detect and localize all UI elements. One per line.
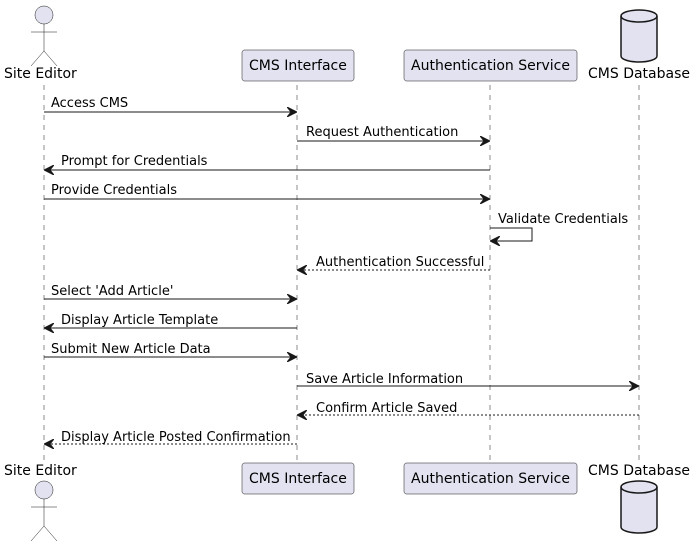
- participant-label-cms-database: CMS Database: [588, 66, 690, 82]
- participant-box: [241, 462, 355, 495]
- message-label: Authentication Successful: [316, 255, 484, 270]
- message-label: Save Article Information: [306, 372, 463, 387]
- message-label: Display Article Template: [61, 313, 218, 328]
- message-submit-new-article-data: Submit New Article Data: [44, 342, 297, 357]
- participant-box: [403, 462, 578, 495]
- actor-head-icon: [34, 480, 54, 500]
- database-rim-icon: [620, 486, 658, 494]
- participant-box: [241, 49, 355, 82]
- message-select-add-article: Select 'Add Article': [44, 284, 297, 299]
- participant-cms-interface-top: CMS Interface: [241, 49, 355, 82]
- message-provide-credentials: Provide Credentials: [44, 183, 490, 199]
- actor-site-editor-top: Site Editor: [4, 5, 77, 82]
- message-prompt-for-credentials: Prompt for Credentials: [44, 154, 490, 170]
- participant-label-cms-database: CMS Database: [588, 463, 690, 479]
- actor-site-editor-bottom: Site Editor: [4, 463, 77, 542]
- participant-cms-interface-bottom: CMS Interface: [241, 462, 355, 495]
- message-access-cms: Access CMS: [44, 96, 297, 112]
- actor-body-icon: [30, 24, 58, 67]
- participant-label-cms-interface: CMS Interface: [249, 471, 347, 487]
- message-validate-credentials: Validate Credentials: [490, 212, 628, 241]
- message-label: Select 'Add Article': [51, 284, 173, 299]
- database-cms-top: CMS Database: [588, 9, 690, 82]
- message-label: Prompt for Credentials: [61, 154, 208, 169]
- message-label: Request Authentication: [306, 125, 458, 140]
- message-label: Validate Credentials: [498, 212, 628, 227]
- participant-label-site-editor: Site Editor: [4, 463, 77, 479]
- participant-auth-service-top: Authentication Service: [403, 49, 578, 82]
- database-cms-bottom: CMS Database: [588, 463, 690, 534]
- message-label: Submit New Article Data: [51, 342, 211, 357]
- participant-auth-service-bottom: Authentication Service: [403, 462, 578, 495]
- message-confirm-article-saved: Confirm Article Saved: [297, 401, 639, 416]
- message-display-article-template: Display Article Template: [44, 313, 297, 328]
- message-label: Confirm Article Saved: [316, 401, 457, 416]
- participant-label-auth-service: Authentication Service: [411, 471, 570, 487]
- message-arrow: [490, 227, 533, 241]
- actor-body-icon: [30, 499, 58, 542]
- message-label: Display Article Posted Confirmation: [61, 430, 291, 445]
- message-label: Access CMS: [51, 96, 128, 111]
- database-rim-icon: [620, 15, 658, 23]
- database-icon: [620, 9, 658, 63]
- message-display-article-posted-confirmation: Display Article Posted Confirmation: [44, 430, 297, 445]
- message-authentication-successful: Authentication Successful: [297, 255, 490, 270]
- message-save-article-information: Save Article Information: [297, 372, 639, 387]
- message-request-authentication: Request Authentication: [297, 125, 490, 141]
- actor-head-icon: [34, 5, 54, 25]
- database-icon: [620, 480, 658, 534]
- participant-label-auth-service: Authentication Service: [411, 58, 570, 74]
- participant-box: [403, 49, 578, 82]
- participant-label-site-editor: Site Editor: [4, 66, 77, 82]
- message-label: Provide Credentials: [51, 183, 177, 198]
- participant-label-cms-interface: CMS Interface: [249, 58, 347, 74]
